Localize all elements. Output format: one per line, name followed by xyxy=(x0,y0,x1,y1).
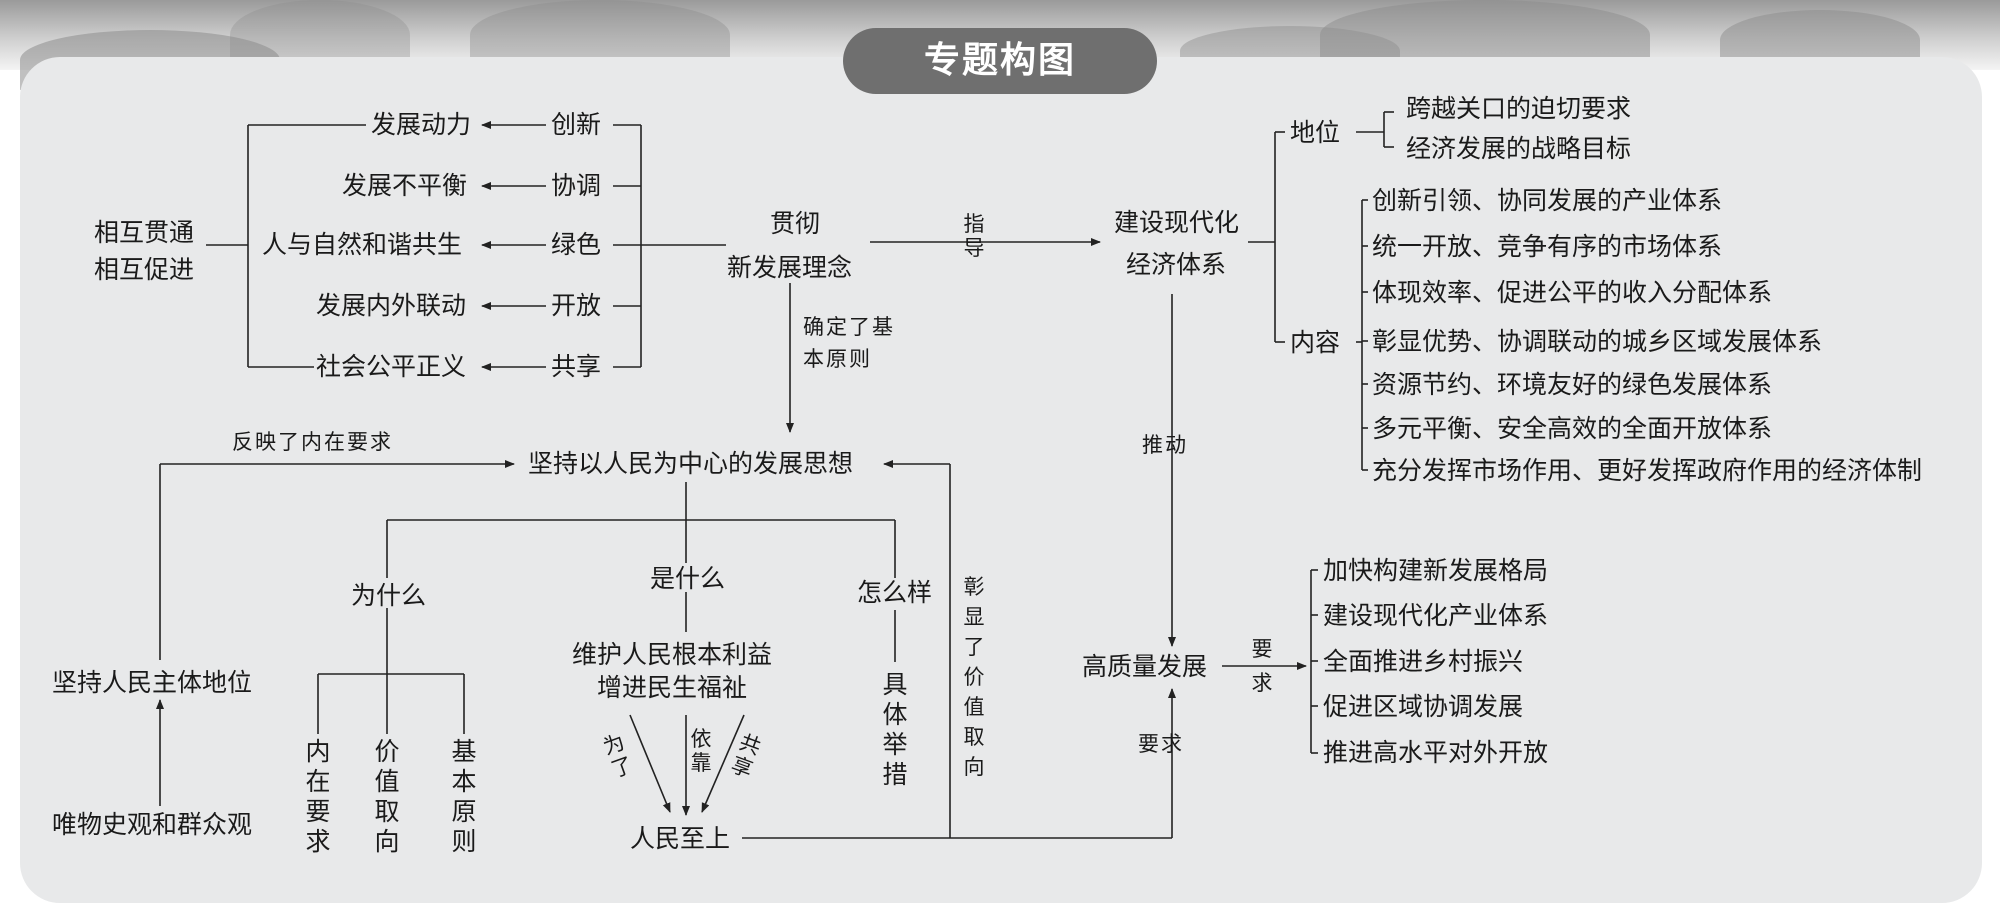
requirement-item: 加快构建新发展格局 xyxy=(1323,556,1549,585)
materialism: 唯物史观和群众观 xyxy=(52,810,253,839)
mutual-line-2: 相互促进 xyxy=(94,255,195,284)
content-item: 统一开放、竞争有序的市场体系 xyxy=(1372,232,1723,261)
what-line-1: 维护人民根本利益 xyxy=(572,640,773,669)
require-label-bottom: 要求 xyxy=(1138,732,1184,756)
concept-result: 人与自然和谐共生 xyxy=(262,230,463,259)
why-label: 为什么 xyxy=(351,581,427,610)
content-item: 体现效率、促进公平的收入分配体系 xyxy=(1372,278,1773,307)
how-item: 具体举措 xyxy=(882,670,908,789)
requirement-item: 推进高水平对外开放 xyxy=(1323,738,1549,767)
center-line-1: 贯彻 xyxy=(770,209,821,238)
concept-result: 发展动力 xyxy=(371,110,472,139)
concept-label: 共享 xyxy=(551,352,602,381)
content-item: 创新引领、协同发展的产业体系 xyxy=(1372,186,1723,215)
diagram-panel xyxy=(20,57,1982,903)
content-item: 资源节约、环境友好的绿色发展体系 xyxy=(1372,370,1773,399)
concept-label: 绿色 xyxy=(551,230,602,259)
requirement-item: 建设现代化产业体系 xyxy=(1323,601,1549,630)
why-item: 基本原则 xyxy=(451,737,477,856)
requirement-item: 促进区域协调发展 xyxy=(1323,692,1524,721)
people-first: 人民至上 xyxy=(630,824,731,853)
content-item: 彰显优势、协调联动的城乡区域发展体系 xyxy=(1372,327,1823,356)
status-label: 地位 xyxy=(1290,118,1341,147)
push-label: 推动 xyxy=(1142,433,1188,457)
determine-label: 确定了基本原则 xyxy=(803,315,895,371)
what-label: 是什么 xyxy=(650,564,726,593)
concept-result: 发展内外联动 xyxy=(316,291,467,320)
arrow-label-rely: 依靠 xyxy=(690,727,712,775)
concept-label: 协调 xyxy=(551,171,602,200)
requirement-item: 全面推进乡村振兴 xyxy=(1323,647,1524,676)
status-item: 经济发展的战略目标 xyxy=(1406,134,1632,163)
modern-economy-line-1: 建设现代化 xyxy=(1114,208,1240,237)
content-label: 内容 xyxy=(1290,328,1341,357)
reflect-label: 反映了内在要求 xyxy=(232,430,393,454)
why-item: 价值取向 xyxy=(374,737,400,856)
why-item: 内在要求 xyxy=(305,737,331,856)
concept-label: 开放 xyxy=(551,291,602,320)
people-thought: 坚持以人民为中心的发展思想 xyxy=(528,449,854,478)
concept-label: 创新 xyxy=(551,110,602,139)
what-line-2: 增进民生福祉 xyxy=(597,673,748,702)
center-line-2: 新发展理念 xyxy=(727,253,853,282)
status-item: 跨越关口的迫切要求 xyxy=(1406,94,1632,123)
require-label-right: 要求 xyxy=(1251,637,1273,695)
people-subject: 坚持人民主体地位 xyxy=(52,668,253,697)
high-quality-development: 高质量发展 xyxy=(1082,652,1208,681)
concept-result: 社会公平正义 xyxy=(316,352,467,381)
concept-result: 发展不平衡 xyxy=(342,171,468,200)
how-label: 怎么样 xyxy=(857,578,933,607)
content-item: 充分发挥市场作用、更好发挥政府作用的经济体制 xyxy=(1372,456,1923,485)
content-item: 多元平衡、安全高效的全面开放体系 xyxy=(1372,414,1773,443)
modern-economy-line-2: 经济体系 xyxy=(1126,250,1227,279)
value-label: 彰显了价值取向 xyxy=(963,575,985,779)
mutual-line-1: 相互贯通 xyxy=(94,218,195,247)
diagram-title: 专题构图 xyxy=(843,28,1157,94)
guide-label: 指导 xyxy=(963,212,985,260)
